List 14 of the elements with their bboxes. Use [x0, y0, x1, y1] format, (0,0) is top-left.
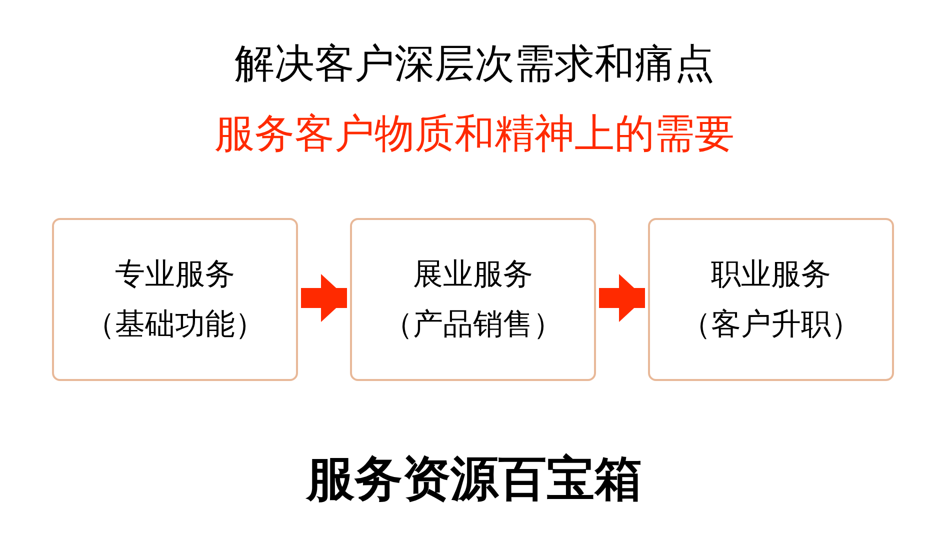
service-box: [648, 218, 894, 381]
block-arrow: [599, 274, 645, 322]
heading: 解决客户深层次需求和痛点: [234, 40, 714, 89]
subheading: 服务客户物质和精神上的需要: [214, 110, 734, 159]
box-title: 职业服务: [711, 256, 831, 294]
box-subtitle: （产品销售）: [383, 306, 563, 344]
box-title: 专业服务: [115, 256, 235, 294]
block-arrow: [301, 274, 347, 322]
box-title: 展业服务: [413, 256, 533, 294]
service-box: [350, 218, 596, 381]
service-box: [52, 218, 298, 381]
box-subtitle: （基础功能）: [85, 306, 265, 344]
box-subtitle: （客户升职）: [681, 306, 861, 344]
footer-heading: 服务资源百宝箱: [306, 450, 642, 509]
